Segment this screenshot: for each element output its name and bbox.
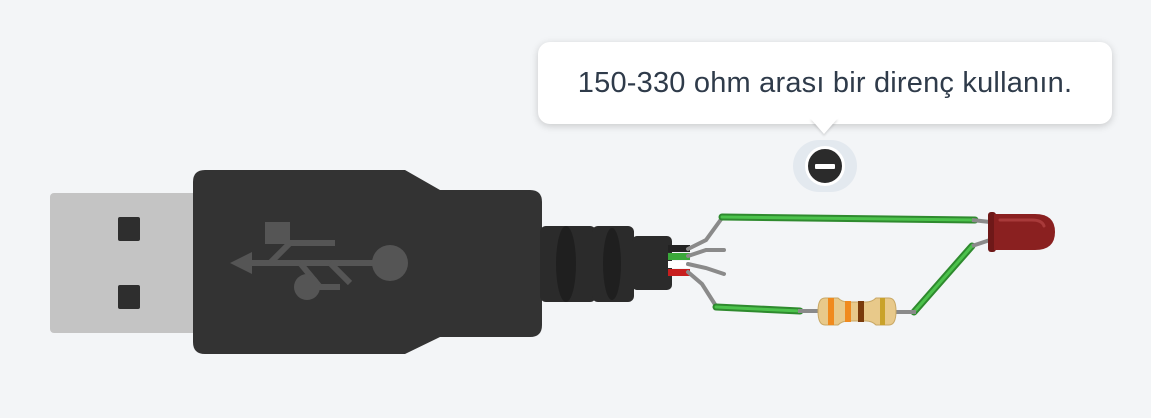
resistor-band-1: [828, 298, 834, 325]
tooltip-pointer: [810, 118, 838, 134]
tooltip-text: 150-330 ohm arası bir direnç kullanın.: [577, 66, 1073, 99]
usb-metal-slot-bottom: [118, 285, 140, 309]
resistor-band-4: [880, 298, 885, 325]
resistor-band-3: [858, 301, 864, 322]
led-red: [971, 212, 1055, 252]
usb-metal-slot-top: [118, 217, 140, 241]
resistor-hint-tooltip: 150-330 ohm arası bir direnç kullanın.: [538, 42, 1112, 124]
cable-wire-stubs: [668, 245, 690, 276]
resistor: [798, 297, 916, 326]
green-wires: [712, 213, 979, 316]
minus-icon[interactable]: [793, 140, 857, 192]
usb-logo-icon: [230, 222, 408, 300]
resistor-band-2: [845, 301, 851, 322]
usb-metal-shell: [50, 193, 210, 333]
minus-marker-disc: [805, 146, 845, 186]
usb-strain-relief: [540, 226, 672, 302]
minus-bar: [815, 163, 835, 169]
cable-gray-leads: [686, 216, 726, 308]
